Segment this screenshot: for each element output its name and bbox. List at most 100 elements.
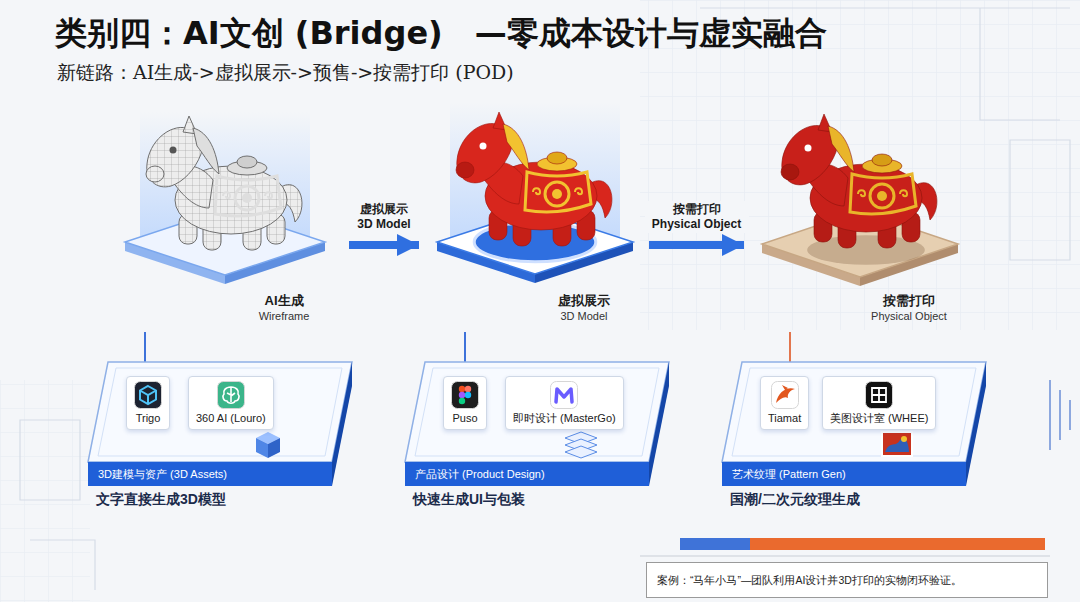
slab-side xyxy=(966,362,986,486)
tool-tile: 美图设计室 (WHEE) xyxy=(822,376,936,430)
figma-dot xyxy=(459,398,465,404)
slab-top xyxy=(88,362,352,462)
horse-head xyxy=(782,125,837,184)
tool-icon xyxy=(550,381,578,409)
arrow-label: 按需打印 Physical Object xyxy=(645,201,749,233)
horse-figure xyxy=(146,116,302,250)
tool-name: 即时设计 (MasterGo) xyxy=(513,412,616,425)
cloud-curl xyxy=(533,188,582,194)
horse-snout xyxy=(781,164,799,180)
tool-icon xyxy=(217,381,245,409)
stage-title: AI生成 xyxy=(225,292,343,309)
saddle-cloth xyxy=(850,174,916,214)
stage-node: AI生成Wireframe xyxy=(105,102,345,332)
stage-illustration xyxy=(750,102,970,332)
platform-heading: 3D建模与资产 (3D Assets) xyxy=(88,462,332,486)
gold-ingot-top xyxy=(237,156,257,168)
dragon-glyph xyxy=(776,385,795,403)
figma-dot xyxy=(459,392,465,398)
tool-tile: 即时设计 (MasterGo) xyxy=(505,376,624,430)
flow-arrow xyxy=(349,241,419,249)
icon-ground xyxy=(217,382,244,409)
case-text: 案例：“马年小马”—团队利用AI设计并3D打印的实物闭环验证。 xyxy=(657,563,1037,597)
slab-side xyxy=(332,362,352,486)
arrow-label-block: 虚拟展示 3D Model xyxy=(351,201,417,233)
accent-bar-blue xyxy=(680,538,750,550)
horse-snout xyxy=(146,166,164,182)
medallion-core xyxy=(242,193,252,203)
stage-subtitle: 3D Model xyxy=(525,309,643,324)
flow-arrow xyxy=(649,241,744,249)
tool-tile: Tiamat xyxy=(760,376,809,430)
platform-decoration xyxy=(565,432,597,458)
gold-ingot-top xyxy=(872,154,892,166)
tool-tile: 360 AI (Louro) xyxy=(188,376,274,430)
edge-ticks xyxy=(1050,380,1070,450)
m-glyph xyxy=(556,389,572,402)
case-note: 案例：“马年小马”—团队利用AI设计并3D打印的实物闭环验证。 xyxy=(646,562,1048,598)
chain-subtitle: 新链路：AI生成->虚拟展示->预售->按需打印 (POD) xyxy=(57,60,514,86)
stage-caption: AI生成Wireframe xyxy=(225,292,343,324)
arrow-label-block: 按需打印 Physical Object xyxy=(645,201,749,233)
tool-name: Puso xyxy=(451,412,479,425)
slab-inner-line xyxy=(415,368,659,456)
tool-icon xyxy=(865,381,893,409)
platform-decoration xyxy=(256,432,280,458)
slab-top xyxy=(722,362,986,462)
light-beam xyxy=(775,112,945,244)
platform-heading: 产品设计 (Product Design) xyxy=(405,462,649,486)
horse-figure xyxy=(781,114,937,248)
stage-subtitle: Wireframe xyxy=(225,309,343,324)
slab-top xyxy=(405,362,669,462)
platform-body: 快速生成UI与包装 xyxy=(405,491,525,509)
slab-inner-line xyxy=(98,368,342,456)
stage-title: 按需打印 xyxy=(850,292,968,309)
circuit-lines xyxy=(20,8,1070,590)
grid-glyph xyxy=(872,388,886,402)
arrow-label: 虚拟展示 3D Model xyxy=(351,201,417,233)
light-beam xyxy=(450,102,620,242)
category-platform: Tiamat 美图设计室 (WHEE) 艺术纹理 (Pattern Gen) 国潮/二… xyxy=(722,362,986,513)
figma-dot xyxy=(465,386,471,392)
title-block: 类别四：AI文创 (Bridge) —零成本设计与虚实融合 xyxy=(55,12,827,56)
saddle-cloth xyxy=(215,176,281,216)
platform-heading: 艺术纹理 (Pattern Gen) xyxy=(722,462,966,486)
stage-illustration xyxy=(105,102,345,332)
medallion-core xyxy=(877,191,887,201)
stage-caption: 虚拟展示3D Model xyxy=(525,292,643,324)
platform-body: 文字直接生成3D模型 xyxy=(88,491,226,509)
medallion-ring xyxy=(545,182,569,206)
saddle-cloth xyxy=(525,172,591,212)
horse-eye xyxy=(805,145,812,152)
category-platform: Puso 即时设计 (MasterGo) 产品设计 (Product Design)… xyxy=(405,362,669,513)
icon-ground xyxy=(452,382,479,409)
medallion-ring xyxy=(870,184,894,208)
stage-node: 按需打印Physical Object xyxy=(750,102,970,332)
tool-icon xyxy=(134,381,162,409)
label-block: 新链路：AI生成->虚拟展示->预售->按需打印 (POD) xyxy=(57,60,514,86)
medallion-core xyxy=(552,189,562,199)
gold-ingot-top xyxy=(547,152,567,164)
platform-body: 国潮/二次元纹理生成 xyxy=(722,491,860,509)
tool-icon xyxy=(451,381,479,409)
icon-ground xyxy=(551,382,578,409)
grid-texture xyxy=(0,380,90,602)
link-line xyxy=(464,332,466,362)
slab-inner-line xyxy=(732,368,976,456)
tool-name: Tiamat xyxy=(768,412,801,425)
tool-name: 360 AI (Louro) xyxy=(196,412,266,425)
icon-ground xyxy=(771,382,798,409)
tool-tile: Trigo xyxy=(126,376,170,430)
slide-title: 类别四：AI文创 (Bridge) —零成本设计与虚实融合 xyxy=(55,12,827,56)
horse-eye xyxy=(170,147,177,154)
horse-mane xyxy=(828,126,854,172)
stage-caption: 按需打印Physical Object xyxy=(850,292,968,324)
horse-mane xyxy=(193,128,219,174)
tool-name: 美图设计室 (WHEE) xyxy=(830,412,928,425)
cloud-curl xyxy=(223,192,272,198)
platform-decoration xyxy=(882,432,912,456)
figma-dot xyxy=(459,386,465,392)
medallion-ring xyxy=(235,186,259,210)
slab-side xyxy=(649,362,669,486)
